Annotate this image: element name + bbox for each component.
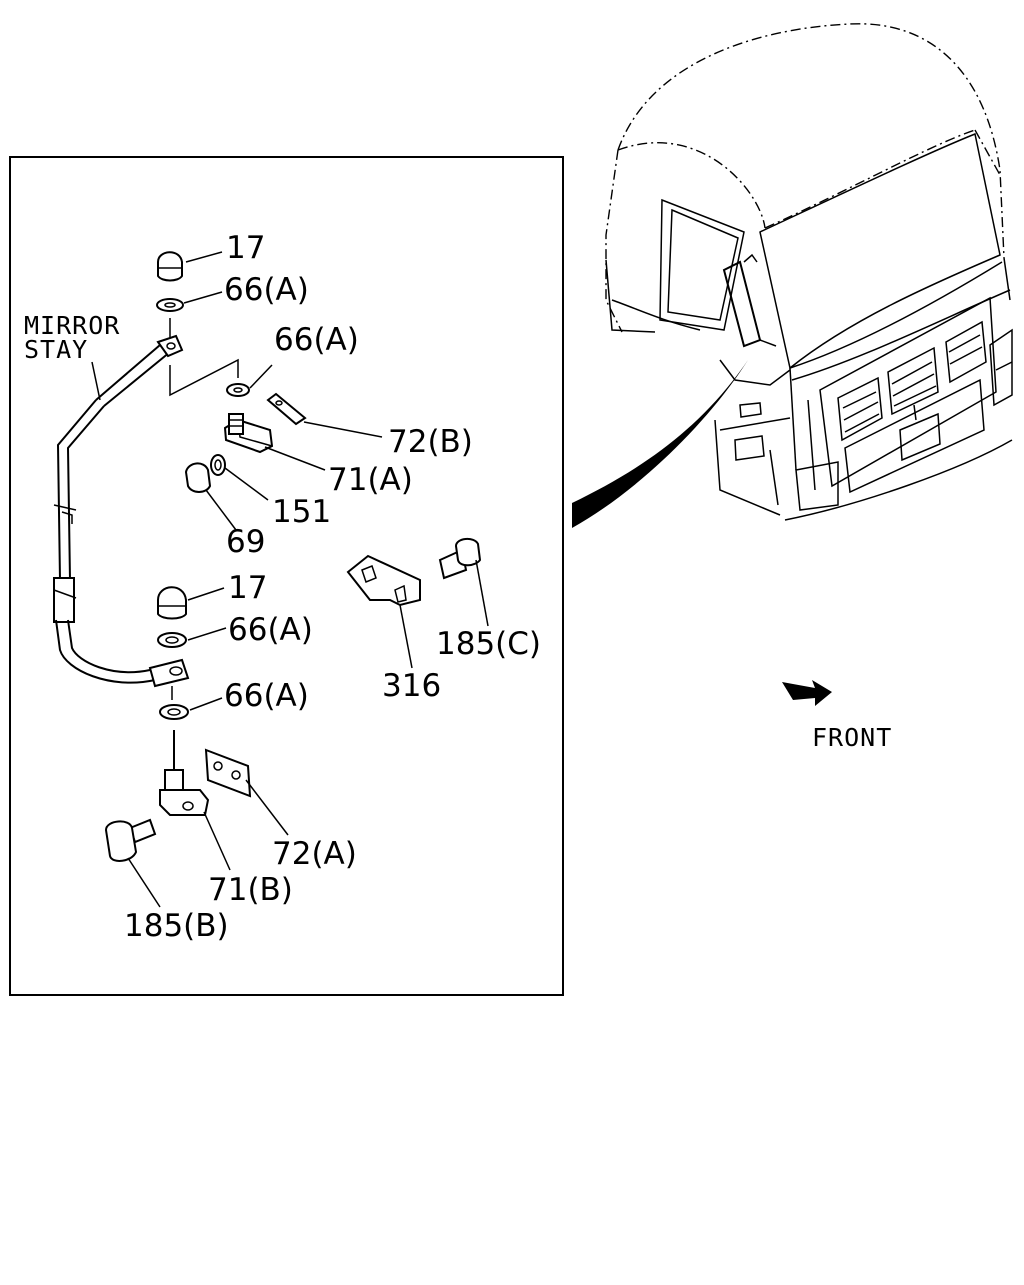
bracket-71a (223, 413, 274, 454)
bracket-316 (346, 554, 421, 607)
callout-185c: 185(C) (436, 626, 541, 662)
bolt-185c (438, 538, 482, 580)
callout-72b: 72(B) (388, 424, 473, 460)
callout-66a-upper: 66(A) (224, 272, 309, 308)
mirror-stay-label-line1: MIRROR (24, 311, 120, 340)
mirror-stay-label-line2: STAY (24, 335, 88, 364)
detail-frame (9, 156, 564, 996)
bracket-71b (159, 769, 210, 816)
cap-nut-69 (184, 462, 212, 493)
callout-316: 316 (382, 668, 441, 704)
front-label: FRONT (812, 723, 892, 752)
upper-cap-nut-17 (157, 251, 183, 282)
washer-151 (210, 454, 226, 476)
front-arrow-icon (782, 680, 832, 706)
bolt-185b (104, 818, 157, 862)
callout-71a: 71(A) (328, 462, 413, 498)
callout-17-upper: 17 (226, 230, 265, 266)
lower-washer-66a (157, 632, 187, 648)
callout-69: 69 (226, 524, 265, 560)
truck-cab-drawing (605, 23, 1013, 521)
upper-washer-66a (156, 298, 184, 312)
callout-185b: 185(B) (124, 908, 229, 944)
callout-72a: 72(A) (272, 836, 357, 872)
callout-151: 151 (272, 494, 331, 530)
plate-72a (204, 748, 252, 798)
callout-71b: 71(B) (208, 872, 293, 908)
callout-17-lower: 17 (228, 570, 267, 606)
callout-66a-lower: 66(A) (228, 612, 313, 648)
callout-66a-upper-2: 66(A) (274, 322, 359, 358)
detail-leader-wedge (572, 360, 748, 528)
callout-66a-lower-2: 66(A) (224, 678, 309, 714)
lower-cap-nut-17 (157, 586, 187, 620)
leader-lines (91, 251, 489, 908)
upper-washer-66a-2 (226, 383, 250, 397)
mirror-stay-rod (53, 334, 190, 688)
plate-72b (266, 392, 307, 426)
lower-washer-66a-2 (159, 704, 189, 720)
